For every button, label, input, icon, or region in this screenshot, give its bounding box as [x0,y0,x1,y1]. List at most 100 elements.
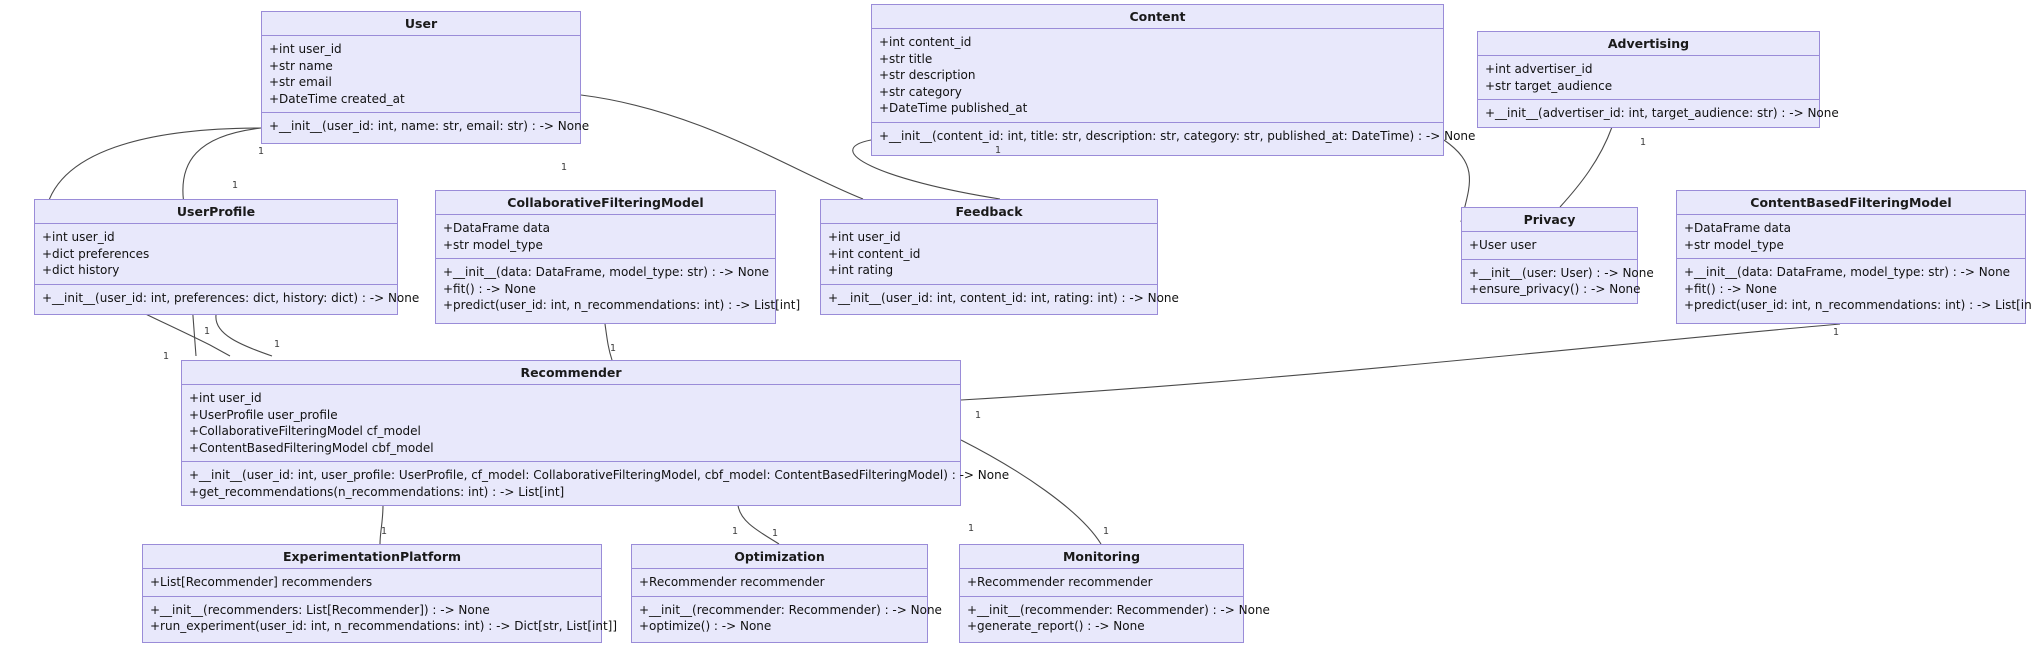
attribute-row: +int user_id [828,230,901,244]
uml-class-user[interactable]: User +int user_id +str name +str email +Date… [261,11,590,144]
attribute-row: +int rating [828,263,894,277]
attribute-row: +str title [879,51,933,66]
attribute-row: +str category [879,84,962,99]
attribute-row: +int user_id [42,230,115,244]
method-row: +__init__(recommenders: List[Recommender… [150,602,490,617]
association-edge-cfmodel-recommender [604,323,613,361]
multiplicity-label: 1 [274,339,281,350]
attribute-row: +User user [1469,238,1537,252]
attribute-row: +ContentBasedFilteringModel cbf_model [189,440,434,455]
methods-compartment-recommender: +__init__(user_id: int, user_profile: Us… [182,462,1010,505]
method-row: +__init__(user_id: int, user_profile: Us… [189,468,1010,482]
method-row: +__init__(data: DataFrame, model_type: s… [1684,265,2011,279]
attribute-row: +DateTime created_at [269,91,405,106]
multiplicity-label: 1 [204,326,211,337]
methods-compartment-feedback: +__init__(user_id: int, content_id: int,… [821,285,1179,312]
method-row: +__init__(advertiser_id: int, target_aud… [1485,106,1839,120]
uml-class-optimization[interactable]: Optimization +Recommender recommender +__i… [631,544,942,643]
attributes-compartment-privacy: +User user [1462,232,1637,260]
attributes-compartment-cbfmodel: +DataFrame data +str model_type [1677,215,2025,259]
attribute-row: +int user_id [269,42,342,56]
multiplicity-label: 1 [772,528,779,539]
attributes-compartment-user: +int user_id +str name +str email +DateTime… [262,36,580,113]
attribute-row: +str target_audience [1485,78,1613,93]
methods-compartment-advertising: +__init__(advertiser_id: int, target_aud… [1478,100,1839,127]
attributes-compartment-recommender: +int user_id+UserProfile user_profile+Co… [182,385,960,462]
method-row: +fit() : -> None [1684,281,1777,296]
uml-class-content[interactable]: Content+int content_id+str title+str des… [871,4,1475,156]
methods-compartment-cfmodel: +__init__(data: DataFrame, model_type: s… [436,259,801,319]
methods-compartment-optimization: +__init__(recommender: Recommender) : ->… [632,597,942,640]
multiplicity-label: 1 [232,180,239,191]
attributes-compartment-content: +int content_id+str title+str descriptio… [872,29,1443,123]
class-name-experimentationplatform: ExperimentationPlatform [143,545,601,569]
methods-compartment-experimentationplatform: +__init__(recommenders: List[Recommender… [143,597,618,640]
class-name-cfmodel: CollaborativeFilteringModel [436,191,775,215]
attribute-row: +Recommender recommender [639,575,825,589]
attributes-compartment-userprofile: +int user_id +dict preferences +dict histo… [35,224,397,285]
attributes-compartment-cfmodel: +DataFrame data+str model_type [436,215,775,259]
attribute-row: +dict history [42,263,120,277]
attribute-row: +str model_type [1684,237,1784,252]
uml-class-userprofile[interactable]: UserProfile +int user_id +dict preferences… [34,199,420,315]
methods-compartment-privacy: +__init__(user: User) : -> None +ensure_p… [1462,260,1654,303]
association-edge-recommender-monitoring [960,439,1102,545]
attribute-row: +DataFrame data [1684,221,1791,235]
methods-compartment-monitoring: +__init__(recommender: Recommender) : ->… [960,597,1270,640]
attributes-compartment-feedback: +int user_id+int content_id+int rating [821,224,1157,285]
attribute-row: +Recommender recommender [967,575,1153,589]
attributes-compartment-optimization: +Recommender recommender [632,569,927,597]
method-row: +__init__(user: User) : -> None [1469,265,1654,280]
class-name-content: Content [872,5,1443,29]
class-name-user: User [262,12,580,36]
uml-class-recommender[interactable]: Recommender+int user_id+UserProfile user… [181,360,1010,506]
multiplicity-label: 1 [610,343,617,354]
method-row: +predict(user_id: int, n_recommendations… [1684,298,2032,312]
attributes-compartment-advertising: +int advertiser_id +str target_audience [1478,56,1819,100]
methods-compartment-user: +__init__(user_id: int, name: str, email… [262,113,590,140]
association-edge-recommender-cbfmodel [960,323,1841,401]
attribute-row: +CollaborativeFilteringModel cf_model [189,424,421,438]
multiplicity-label: 1 [1640,137,1647,148]
method-row: +predict(user_id: int, n_recommendations… [443,298,801,312]
uml-class-feedback[interactable]: Feedback+int user_id+int content_id+int … [820,199,1179,315]
method-row: +__init__(user_id: int, preferences: dic… [42,290,420,305]
class-name-feedback: Feedback [821,200,1157,224]
method-row: +fit() : -> None [443,281,536,296]
method-row: +generate_report() : -> None [967,619,1145,633]
uml-class-experimentationplatform[interactable]: ExperimentationPlatform+List[Recommender… [142,544,618,643]
attribute-row: +str name [269,58,333,73]
multiplicity-label: 1 [1103,526,1110,537]
association-edge-recommender-experimentationplatform [379,504,384,545]
attribute-row: +str model_type [443,237,543,252]
attribute-row: +str description [879,68,976,82]
multiplicity-label: 1 [258,146,265,157]
uml-class-privacy[interactable]: Privacy +User user +__init__(user: User) :… [1461,207,1654,304]
uml-class-monitoring[interactable]: Monitoring+Recommender recommender+__ini… [959,544,1270,643]
attribute-row: +int advertiser_id [1485,62,1593,76]
method-row: +__init__(user_id: int, content_id: int,… [828,290,1179,305]
multiplicity-label: 1 [995,145,1002,156]
uml-class-cbfmodel[interactable]: ContentBasedFilteringModel+DataFrame dat… [1676,190,2032,324]
multiplicity-label: 1 [381,526,388,537]
multiplicity-label: 1 [561,162,568,173]
class-name-advertising: Advertising [1478,32,1819,56]
multiplicity-label: 1 [732,526,739,537]
class-name-userprofile: UserProfile [35,200,397,224]
association-edge-userprofile-recommender [215,314,273,357]
methods-compartment-content: +__init__(content_id: int, title: str, d… [872,123,1475,150]
attribute-row: +dict preferences [42,246,150,261]
multiplicity-label: 1 [975,410,982,421]
class-name-optimization: Optimization [632,545,927,569]
class-name-privacy: Privacy [1462,208,1637,232]
method-row: +__init__(user_id: int, name: str, email… [269,119,590,133]
association-edge-advertising-privacy [1559,126,1613,208]
method-row: +run_experiment(user_id: int, n_recommen… [150,619,618,633]
uml-class-advertising[interactable]: Advertising +int advertiser_id +str target… [1477,31,1839,128]
class-name-cbfmodel: ContentBasedFilteringModel [1677,191,2025,215]
attribute-row: +str email [269,75,332,89]
method-row: +ensure_privacy() : -> None [1469,282,1641,296]
uml-class-cfmodel[interactable]: CollaborativeFilteringModel+DataFrame da… [435,190,801,324]
methods-compartment-userprofile: +__init__(user_id: int, preferences: dic… [35,285,420,312]
